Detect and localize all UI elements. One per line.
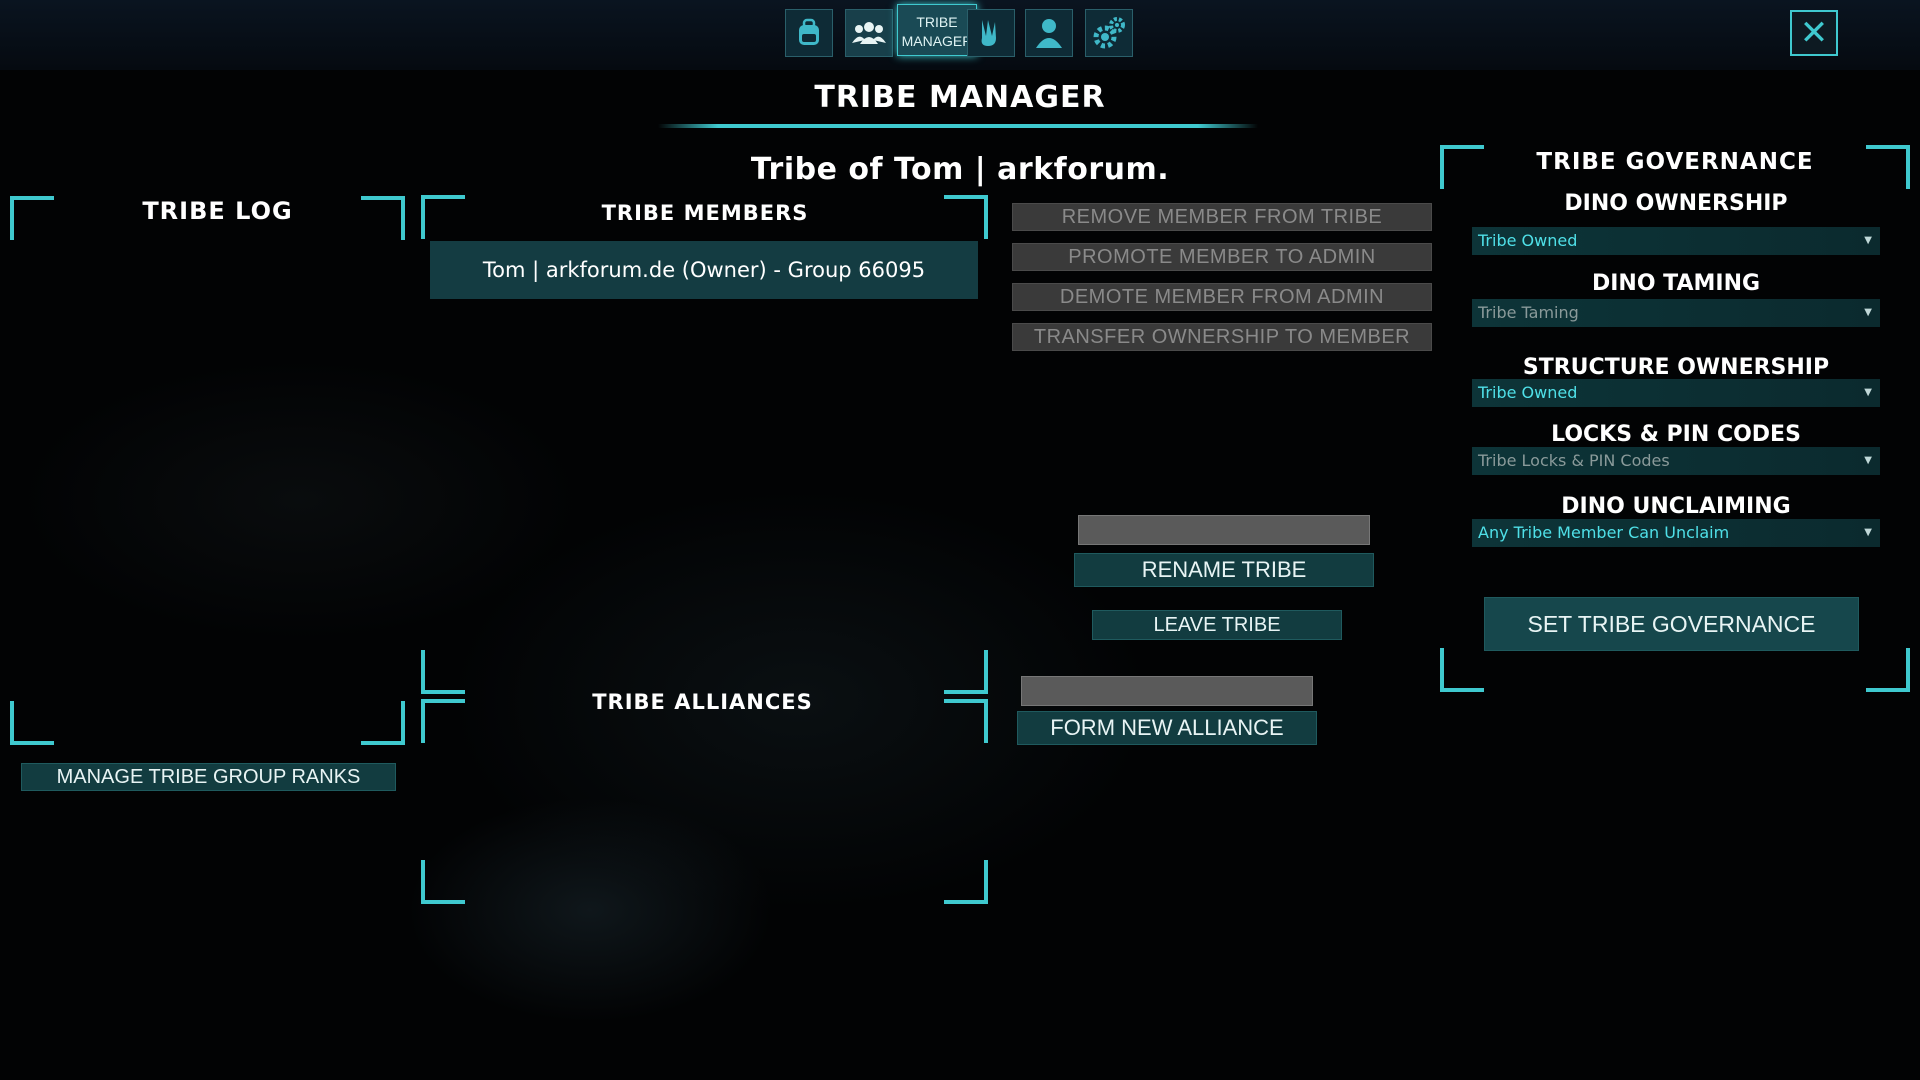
rename-tribe-input[interactable] bbox=[1078, 515, 1370, 545]
alliances-frame-corner bbox=[421, 699, 465, 743]
tribe-alliances-title: TRIBE ALLIANCES bbox=[592, 690, 813, 714]
dino-ownership-value: Tribe Owned bbox=[1478, 231, 1578, 250]
tab-label-line2: MANAGER bbox=[901, 33, 973, 49]
structure-ownership-select[interactable]: Tribe Owned ▼ bbox=[1472, 379, 1880, 407]
dino-tab[interactable] bbox=[967, 9, 1015, 57]
tab-label-line1: TRIBE bbox=[916, 14, 958, 30]
governance-title: TRIBE GOVERNANCE bbox=[1536, 149, 1814, 175]
governance-frame-corner bbox=[1440, 145, 1484, 189]
governance-frame-corner bbox=[1440, 648, 1484, 692]
promote-member-button[interactable]: PROMOTE MEMBER TO ADMIN bbox=[1012, 243, 1432, 271]
locks-pin-select[interactable]: Tribe Locks & PIN Codes ▼ bbox=[1472, 447, 1880, 475]
structure-ownership-label: STRUCTURE OWNERSHIP bbox=[1522, 355, 1830, 380]
governance-frame-corner bbox=[1866, 648, 1910, 692]
tribe-members-title: TRIBE MEMBERS bbox=[601, 201, 809, 225]
leave-tribe-button[interactable]: LEAVE TRIBE bbox=[1092, 610, 1342, 640]
backpack-icon bbox=[799, 18, 819, 45]
log-frame-corner bbox=[361, 701, 405, 745]
form-alliance-button[interactable]: FORM NEW ALLIANCE bbox=[1017, 711, 1317, 745]
character-icon bbox=[1036, 19, 1062, 48]
close-button[interactable]: ✕ bbox=[1790, 10, 1838, 56]
dino-unclaiming-value: Any Tribe Member Can Unclaim bbox=[1478, 523, 1730, 542]
inventory-tab[interactable] bbox=[785, 9, 833, 57]
log-frame-corner bbox=[10, 196, 54, 240]
log-frame-corner bbox=[10, 701, 54, 745]
chevron-down-icon: ▼ bbox=[1864, 235, 1872, 246]
member-row[interactable]: Tom | arkforum.de (Owner) - Group 66095 bbox=[430, 241, 978, 299]
dino-unclaiming-select[interactable]: Any Tribe Member Can Unclaim ▼ bbox=[1472, 519, 1880, 547]
tab-tribe-manager[interactable]: TRIBE MANAGER bbox=[897, 4, 977, 56]
rename-tribe-button[interactable]: RENAME TRIBE bbox=[1074, 553, 1374, 587]
title-underline bbox=[658, 124, 1258, 128]
dino-ownership-select[interactable]: Tribe Owned ▼ bbox=[1472, 227, 1880, 255]
alliance-name-input[interactable] bbox=[1021, 676, 1313, 706]
tribe-name: Tribe of Tom | arkforum. bbox=[750, 152, 1170, 187]
dino-ownership-label: DINO OWNERSHIP bbox=[1564, 191, 1788, 216]
members-frame-corner bbox=[421, 195, 465, 239]
tribe-tab[interactable] bbox=[845, 9, 893, 57]
remove-member-button[interactable]: REMOVE MEMBER FROM TRIBE bbox=[1012, 203, 1432, 231]
chevron-down-icon: ▼ bbox=[1864, 527, 1872, 538]
dino-taming-select[interactable]: Tribe Taming ▼ bbox=[1472, 299, 1880, 327]
structure-ownership-value: Tribe Owned bbox=[1478, 383, 1578, 402]
dino-claw-icon bbox=[981, 20, 996, 46]
chevron-down-icon: ▼ bbox=[1864, 455, 1872, 466]
dino-taming-value: Tribe Taming bbox=[1478, 303, 1579, 322]
alliances-frame-corner bbox=[944, 860, 988, 904]
page-title: TRIBE MANAGER bbox=[814, 80, 1106, 115]
dino-unclaiming-label: DINO UNCLAIMING bbox=[1561, 494, 1791, 519]
character-tab[interactable] bbox=[1025, 9, 1073, 57]
log-frame-corner bbox=[361, 196, 405, 240]
members-frame-corner bbox=[944, 650, 988, 694]
governance-frame-corner bbox=[1866, 145, 1910, 189]
chevron-down-icon: ▼ bbox=[1864, 307, 1872, 318]
dino-taming-label: DINO TAMING bbox=[1591, 271, 1761, 296]
locks-pin-value: Tribe Locks & PIN Codes bbox=[1478, 451, 1670, 470]
tribe-group-icon bbox=[852, 22, 886, 44]
members-frame-corner bbox=[421, 650, 465, 694]
manage-ranks-button[interactable]: MANAGE TRIBE GROUP RANKS bbox=[21, 763, 396, 791]
tribe-log-title: TRIBE LOG bbox=[142, 197, 293, 225]
members-frame-corner bbox=[944, 195, 988, 239]
demote-member-button[interactable]: DEMOTE MEMBER FROM ADMIN bbox=[1012, 283, 1432, 311]
transfer-ownership-button[interactable]: TRANSFER OWNERSHIP TO MEMBER bbox=[1012, 323, 1432, 351]
settings-gear-icon bbox=[1093, 17, 1125, 49]
chevron-down-icon: ▼ bbox=[1864, 387, 1872, 398]
alliances-frame-corner bbox=[421, 860, 465, 904]
settings-tab[interactable] bbox=[1085, 9, 1133, 57]
close-icon: ✕ bbox=[1799, 13, 1829, 53]
locks-pin-label: LOCKS & PIN CODES bbox=[1551, 422, 1801, 447]
set-governance-button[interactable]: SET TRIBE GOVERNANCE bbox=[1484, 597, 1859, 651]
alliances-frame-corner bbox=[944, 699, 988, 743]
